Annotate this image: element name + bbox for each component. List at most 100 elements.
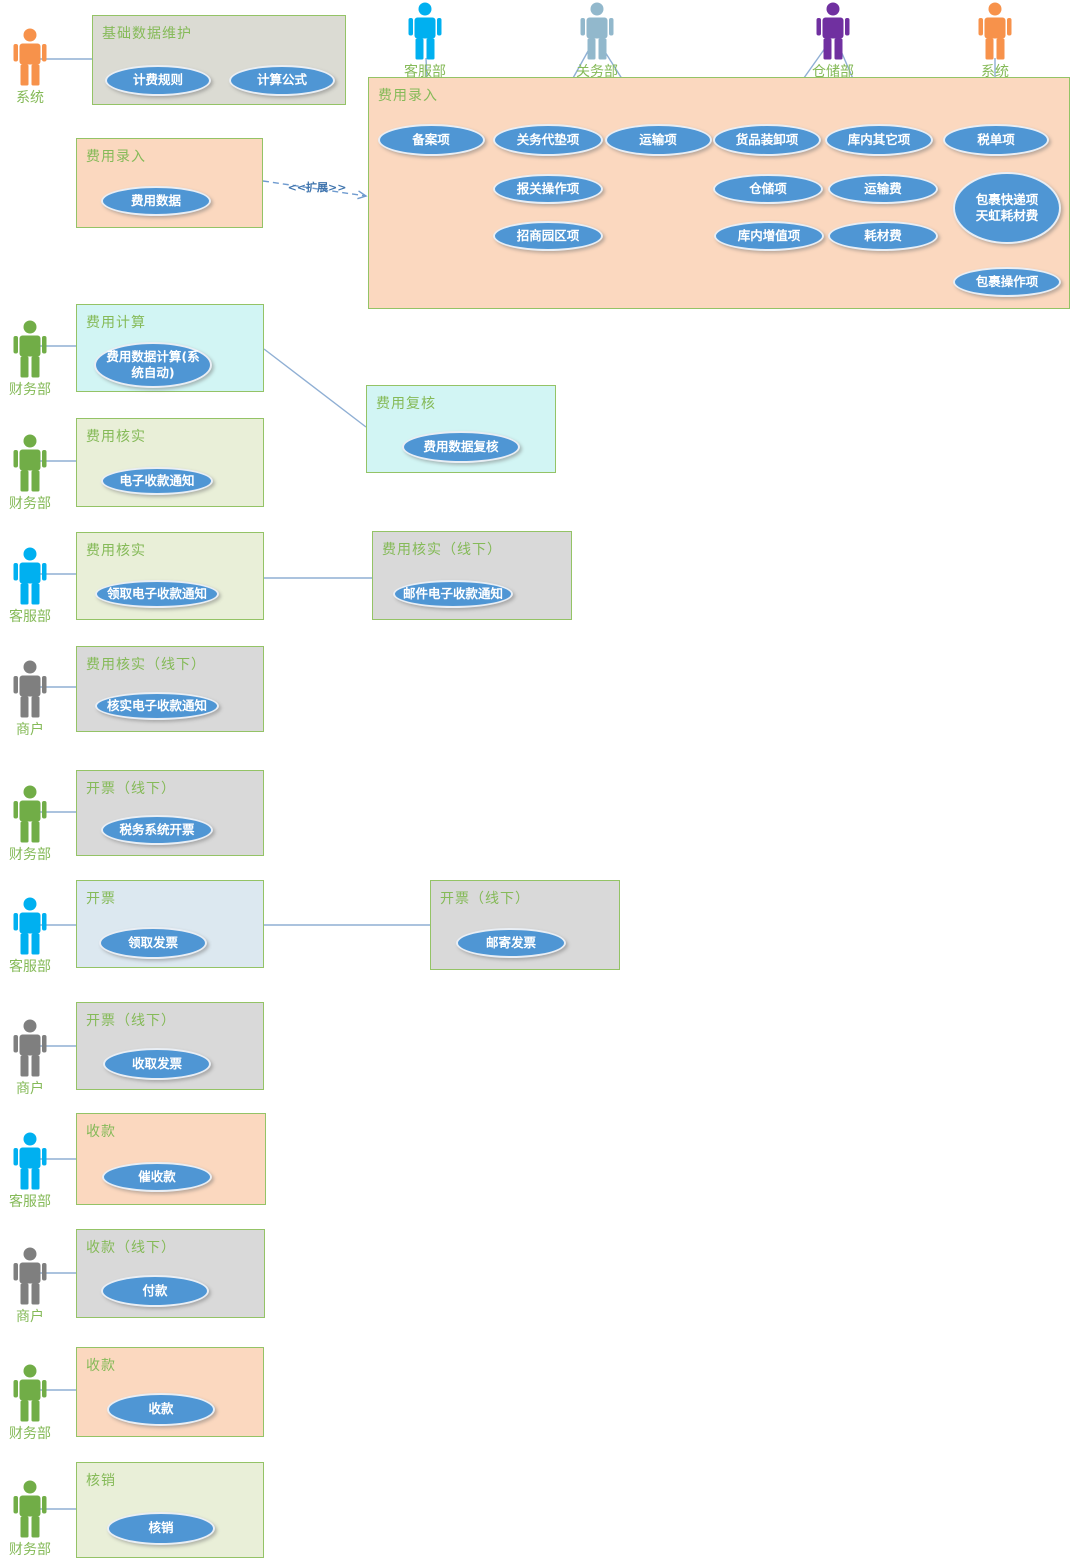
usecase-ellipse-collect-2-0: 收款 [107,1392,215,1426]
person-icon-part [23,320,37,334]
usecase-ellipse-fee-verify-2-0: 领取电子收款通知 [95,580,219,608]
actor-label-finance-dept-3: 财务部 [9,847,51,863]
actor-customs-dept-top: 关务部 [567,2,627,81]
person-icon [13,1364,47,1422]
usecase-label: 邮寄发票 [485,934,536,950]
actor-merchant-3: 商户 [0,1247,60,1326]
usecase-ellipse-fee-entry-big-9: 招商园区项 [493,221,603,251]
actor-label-finance-dept-1: 财务部 [9,382,51,398]
person-icon-part [19,1147,41,1169]
person-icon-part [418,2,432,16]
usecase-label: 费用数据 [130,192,181,208]
person-icon-part [23,785,37,799]
usecase-ellipse-fee-recheck-0: 费用数据复核 [402,431,520,463]
actor-finance-dept-2: 财务部 [0,434,60,513]
person-icon-part [19,562,41,584]
person-icon-part [20,1168,29,1190]
person-icon-part [823,38,832,60]
box-title-invoice-offline-1: 开票（线下） [86,781,176,797]
person-icon-part [408,18,413,36]
actor-label-customer-service-2: 客服部 [9,609,51,625]
usecase-ellipse-fee-entry-big-13: 包裹操作项 [953,267,1061,297]
usecase-box-fee-verify-1: 费用核实电子收款通知 [76,418,264,507]
actor-merchant-2: 商户 [0,1019,60,1098]
usecase-ellipse-write-off-0: 核销 [107,1511,215,1545]
usecase-box-fee-recheck: 费用复核费用数据复核 [366,385,556,473]
person-icon-part [20,821,29,843]
person-icon [13,785,47,843]
usecase-box-fee-entry-small: 费用录入费用数据 [76,138,263,228]
person-icon [13,1247,47,1305]
box-title-collect-offline: 收款（线下） [86,1240,176,1256]
person-icon-part [19,675,41,697]
person-icon-part [31,1400,40,1422]
person-icon-part [19,800,41,822]
person-icon-part [42,1380,47,1398]
actor-finance-dept-5: 财务部 [0,1480,60,1559]
usecase-ellipse-fee-entry-big-8: 运输费 [828,174,938,204]
person-icon-part [23,660,37,674]
person-icon-part [13,1380,18,1398]
person-icon-part [23,1364,37,1378]
usecase-label: 关务代垫项 [516,131,580,147]
usecase-label: 费用数据计算(系 统自动) [106,348,200,380]
usecase-box-fee-verify-2: 费用核实领取电子收款通知 [76,532,264,620]
usecase-label: 招商园区项 [516,227,580,243]
person-icon-part [31,1283,40,1305]
actor-label-merchant-3: 商户 [16,1309,44,1325]
actor-label-merchant-1: 商户 [16,722,44,738]
usecase-label: 领取电子收款通知 [106,585,207,601]
usecase-label: 计算公式 [256,71,307,87]
usecase-box-fee-verify-offline-left: 费用核实（线下）核实电子收款通知 [76,646,264,732]
person-icon-part [19,43,41,65]
box-title-collect-2: 收款 [86,1358,116,1374]
usecase-box-collect-offline: 收款（线下）付款 [76,1229,265,1318]
person-icon-part [23,1247,37,1261]
usecase-box-base-data-maintenance: 基础数据维护计费规则 计算公式 [92,15,346,105]
usecase-ellipse-fee-entry-big-12: 包裹快递项 天虹耗材费 [953,172,1061,244]
actor-finance-dept-3: 财务部 [0,785,60,864]
usecase-label: 税务系统开票 [119,821,195,837]
person-icon-part [19,449,41,471]
person-icon-part [586,17,608,39]
usecase-ellipse-invoice-offline-2-0: 收取发票 [103,1048,211,1080]
person-icon-part [13,1496,18,1514]
actor-label-finance-dept-4: 财务部 [9,1426,51,1442]
box-title-invoice-offline-2: 开票（线下） [86,1013,176,1029]
person-icon-part [31,470,40,492]
box-title-collect-1: 收款 [86,1124,116,1140]
person-icon-part [978,18,983,36]
person-icon-part [31,64,40,86]
usecase-ellipse-fee-entry-big-10: 库内增值项 [714,221,824,251]
actor-system-right: 系统 [965,2,1025,81]
usecase-label: 领取发票 [127,934,178,950]
person-icon [13,320,47,378]
person-icon-part [822,17,844,39]
person-icon-part [13,913,18,931]
usecase-label: 货品装卸项 [735,131,799,147]
usecase-label: 包裹快递项 天虹耗材费 [975,191,1039,223]
actor-label-customer-service-3: 客服部 [9,959,51,975]
person-icon-part [42,676,47,694]
usecase-ellipse-fee-entry-big-0: 备案项 [377,124,485,156]
person-icon-part [20,1283,29,1305]
box-title-base-data-maintenance: 基础数据维护 [102,26,192,42]
person-icon-part [42,1263,47,1281]
person-icon [13,28,47,86]
person-icon-part [20,356,29,378]
person-icon-part [23,1019,37,1033]
person-icon-part [23,1480,37,1494]
usecase-ellipse-fee-calculation-0: 费用数据计算(系 统自动) [94,342,212,388]
actor-customer-service-2: 客服部 [0,547,60,626]
person-icon-part [23,434,37,448]
actor-customer-service-4: 客服部 [0,1132,60,1211]
person-icon-part [23,897,37,911]
person-icon-part [42,801,47,819]
person-icon-part [13,1263,18,1281]
usecase-label: 耗材费 [864,227,902,243]
usecase-box-collect-1: 收款催收款 [76,1113,266,1205]
person-icon-part [13,1148,18,1166]
person-icon-part [414,17,436,39]
actor-label-customer-service-top: 客服部 [404,64,446,80]
usecase-ellipse-base-data-maintenance-0: 计费规则 [105,64,211,96]
